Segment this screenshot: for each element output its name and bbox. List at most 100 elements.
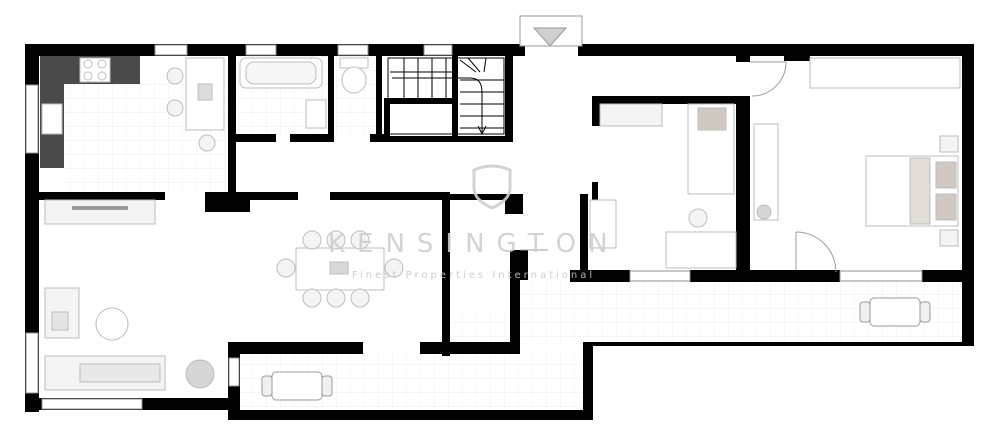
dining-chair bbox=[302, 288, 322, 308]
wall-bath-divider bbox=[328, 56, 334, 142]
wall-office-bottom bbox=[570, 270, 630, 282]
bed-pillow-top bbox=[935, 161, 957, 189]
windows bbox=[25, 44, 923, 410]
hob-ring bbox=[83, 71, 93, 81]
window-left-top bbox=[25, 84, 39, 154]
bathroom bbox=[239, 57, 369, 129]
office bbox=[589, 103, 737, 269]
wall-stair-box-top bbox=[384, 98, 454, 104]
hob-ring bbox=[97, 71, 107, 81]
side-plant bbox=[756, 204, 772, 220]
dining-chair bbox=[384, 258, 404, 278]
watermark: KENSINGTON Finest Properties Internation… bbox=[328, 164, 620, 281]
dining-chair bbox=[276, 258, 296, 278]
hob-ring bbox=[97, 59, 107, 69]
wall-office-top bbox=[592, 96, 750, 104]
wall-living-top-2 bbox=[330, 192, 450, 200]
island-plant bbox=[197, 83, 213, 101]
wall-stair-box-bottom bbox=[384, 136, 454, 142]
wall-terrace-top bbox=[228, 342, 363, 354]
wall-bedroom-bottom-2 bbox=[922, 270, 974, 282]
stair-handrail bbox=[392, 77, 483, 132]
kitchen bbox=[40, 56, 225, 168]
wall-shaft-right bbox=[510, 250, 520, 350]
bar-stool bbox=[166, 99, 184, 117]
office-cabinet bbox=[589, 199, 617, 249]
bed-blanket bbox=[909, 157, 931, 225]
tv-console bbox=[44, 199, 156, 225]
wall-office-bottom-2 bbox=[690, 270, 800, 282]
terrace-chair bbox=[859, 301, 871, 323]
doors bbox=[520, 61, 837, 273]
terrace-chair bbox=[321, 375, 333, 397]
wall-living-top bbox=[250, 192, 298, 200]
window-terrace bbox=[228, 357, 240, 387]
wall-office-left bbox=[580, 194, 588, 276]
table-runner bbox=[329, 261, 349, 275]
window-bath bbox=[245, 44, 277, 56]
wall-stair-bottom bbox=[458, 136, 513, 142]
living-dining bbox=[44, 199, 404, 391]
entrance bbox=[519, 15, 583, 47]
tv-screen bbox=[72, 206, 128, 210]
wall-terrace-bottom bbox=[228, 410, 593, 420]
bar-stool bbox=[198, 134, 216, 152]
shield-crest-icon bbox=[472, 164, 512, 210]
wall-bath-bottom-2 bbox=[290, 134, 330, 142]
wall-shaft-block bbox=[505, 194, 523, 214]
wall-kitchen-divider bbox=[228, 56, 236, 196]
staircase bbox=[387, 57, 505, 136]
watermark-tagline: Finest Properties International bbox=[352, 270, 595, 281]
window-wc bbox=[337, 44, 369, 56]
terrace-chair bbox=[919, 301, 931, 323]
bed-pillow-bottom bbox=[935, 193, 957, 221]
dining-chair bbox=[350, 288, 370, 308]
office-bed-pillow bbox=[697, 107, 727, 131]
window-bottom bbox=[41, 398, 143, 410]
wall-terrace-right bbox=[583, 342, 593, 420]
office-desk bbox=[665, 231, 737, 269]
window-office bbox=[629, 270, 691, 282]
hob-ring bbox=[83, 59, 93, 69]
wall-wc-bottom bbox=[370, 134, 390, 142]
armchair-cushion bbox=[51, 311, 69, 331]
door-bedroom-top bbox=[750, 61, 787, 97]
wall-top-right bbox=[578, 44, 974, 56]
dining-chair bbox=[302, 230, 322, 250]
storage-floor bbox=[450, 310, 505, 345]
wall-shaft-right-2 bbox=[520, 250, 528, 280]
door-bedroom-bottom bbox=[795, 231, 837, 273]
watermark-brand: KENSINGTON bbox=[328, 229, 620, 259]
terrace-table-left bbox=[271, 371, 323, 401]
kitchen-sink bbox=[41, 103, 63, 135]
wall-wc-divider bbox=[376, 56, 382, 142]
bar-stool bbox=[166, 67, 184, 85]
wall-office-left-top bbox=[592, 96, 600, 126]
wall-stair-box-right bbox=[452, 56, 458, 142]
wall-terrace-outer bbox=[583, 342, 974, 346]
bathtub-inner bbox=[245, 61, 317, 85]
bedroom-bench bbox=[753, 123, 779, 221]
window-bedroom bbox=[839, 270, 923, 282]
master-bedroom bbox=[753, 57, 961, 247]
office-chair bbox=[688, 208, 708, 228]
dining-chair bbox=[326, 230, 346, 250]
wall-bath-bottom bbox=[236, 134, 276, 142]
wall-closet-stub bbox=[784, 56, 810, 61]
terrace-table-right bbox=[869, 297, 921, 327]
stair-arrow bbox=[477, 125, 487, 136]
wall-stair-right bbox=[505, 56, 513, 142]
dining-chair bbox=[326, 288, 346, 308]
entrance-arrow-icon bbox=[532, 27, 568, 47]
wall-right bbox=[962, 44, 974, 344]
window-stair bbox=[423, 44, 453, 56]
sofa-cushions bbox=[79, 363, 161, 383]
wall-office-left-2 bbox=[592, 182, 598, 202]
wall-bedroom-bottom bbox=[800, 270, 840, 282]
window-left-bottom bbox=[25, 332, 39, 394]
nightstand bbox=[939, 135, 959, 153]
wall-bedroom-stub bbox=[736, 56, 750, 62]
toilet-bowl bbox=[341, 66, 367, 94]
office-shelf bbox=[599, 103, 663, 127]
